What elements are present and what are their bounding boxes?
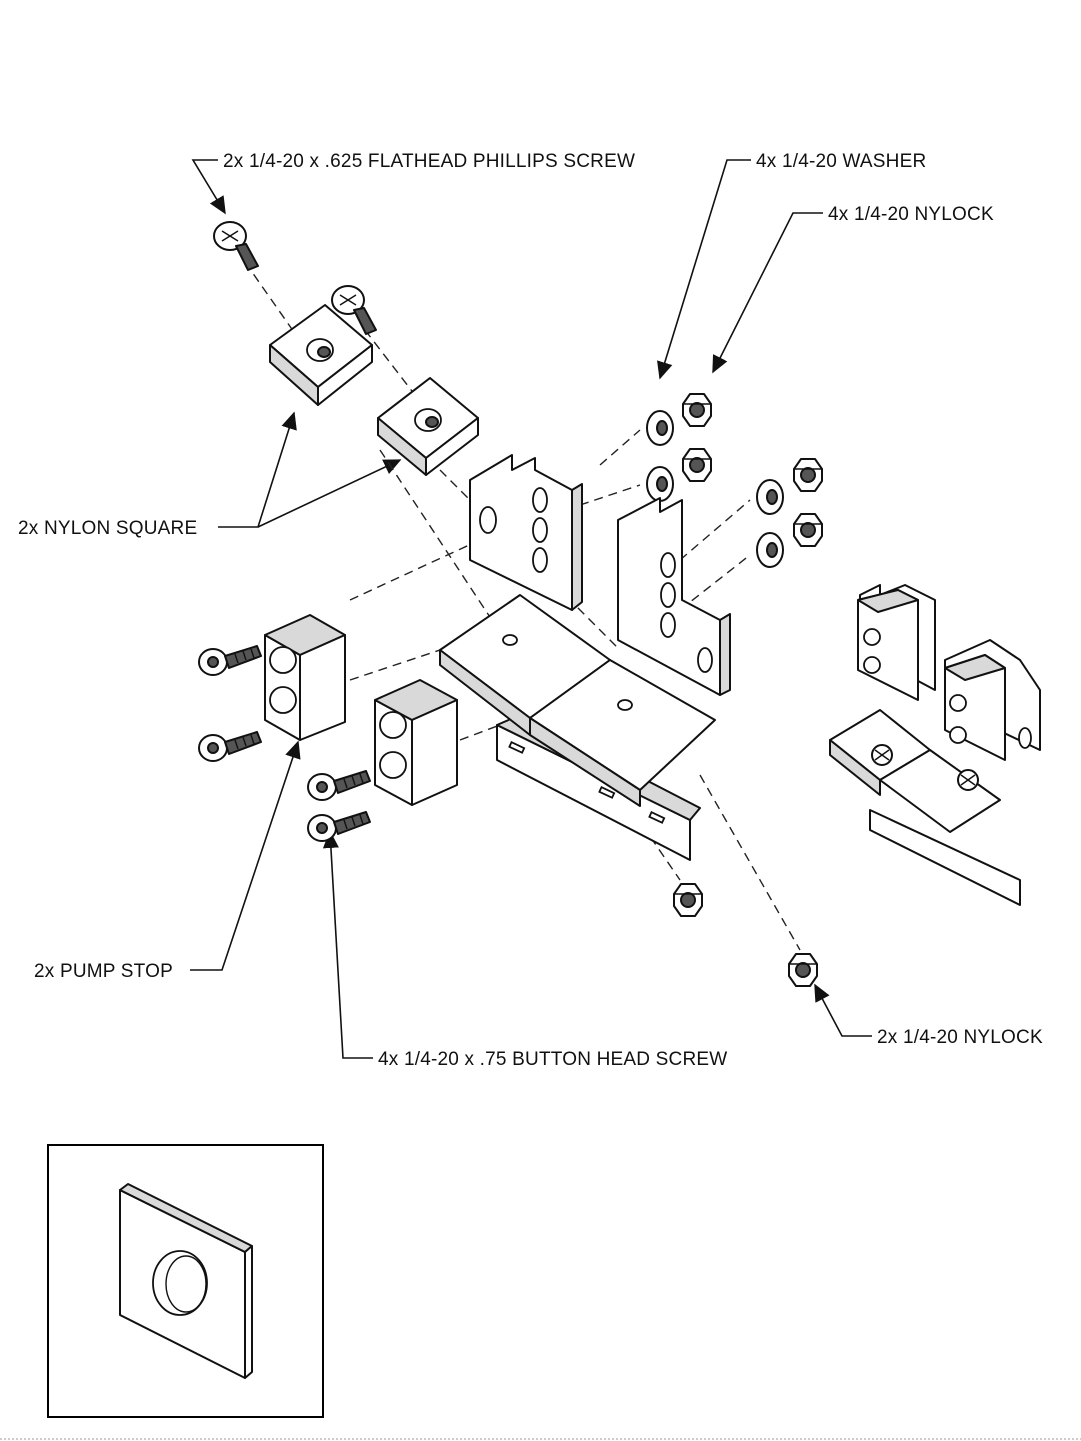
flathead-screw-icon [214, 222, 376, 334]
callout-nylon-square: 2x NYLON SQUARE [18, 518, 197, 539]
callout-button-head-screw: 4x 1/4-20 x .75 BUTTON HEAD SCREW [378, 1049, 727, 1070]
callout-nylock-4x: 4x 1/4-20 NYLOCK [828, 204, 994, 225]
nylon-square-detail-inset [48, 1145, 323, 1417]
assembled-view-icon [830, 585, 1040, 905]
callout-nylock-2x: 2x 1/4-20 NYLOCK [877, 1027, 1043, 1048]
nylock-nut-icon [674, 394, 822, 986]
callout-flathead-screw: 2x 1/4-20 x .625 FLATHEAD PHILLIPS SCREW [223, 151, 635, 172]
bracket-icon [440, 455, 730, 860]
callout-washer: 4x 1/4-20 WASHER [756, 151, 926, 172]
callout-pump-stop: 2x PUMP STOP [34, 961, 173, 982]
